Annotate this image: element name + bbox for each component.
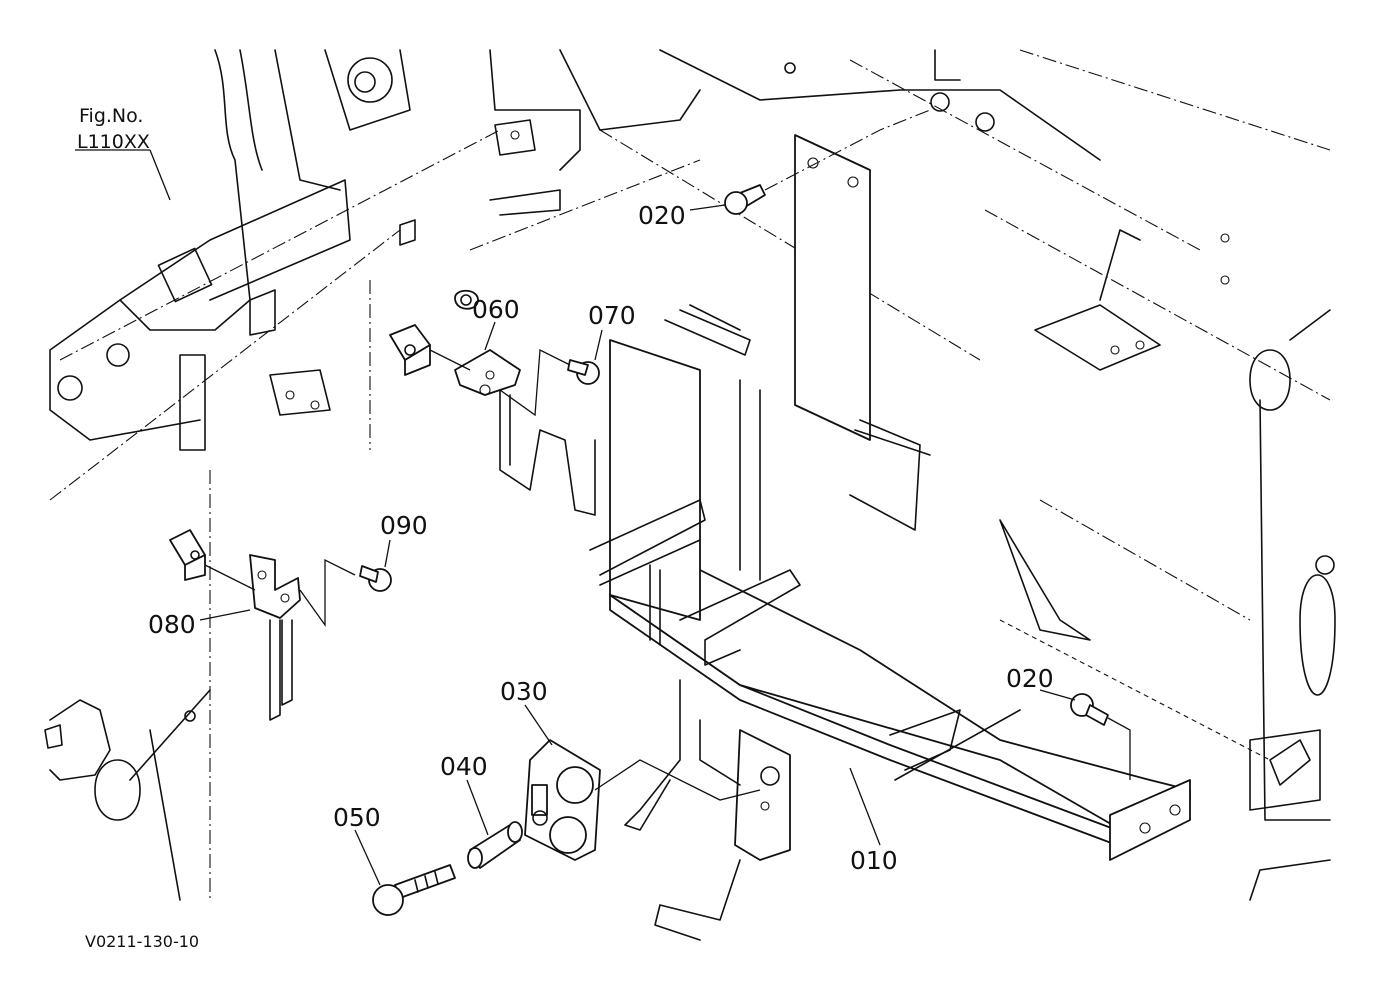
part-020-bolt-lower <box>1070 693 1131 780</box>
callout-040: 040 <box>440 752 488 781</box>
callout-020-lower: 020 <box>1006 664 1054 693</box>
callout-030: 030 <box>500 677 548 706</box>
callout-070: 070 <box>588 301 636 330</box>
part-010-bracket <box>589 134 1191 941</box>
callout-060: 060 <box>472 295 520 324</box>
callout-080: 080 <box>148 610 196 639</box>
leader-lines <box>75 149 1076 886</box>
part-080-clip <box>169 529 356 721</box>
part-030-clamp <box>524 739 761 861</box>
part-070-bolt <box>567 359 600 385</box>
background-frame <box>44 49 1336 901</box>
drawing-code: V0211-130-10 <box>85 932 199 951</box>
callout-050: 050 <box>333 803 381 832</box>
callout-090: 090 <box>380 511 428 540</box>
fig-ref-line1: Fig.No. <box>79 105 143 127</box>
part-020-bolt-upper <box>724 109 931 215</box>
callout-010: 010 <box>850 846 898 875</box>
fig-ref-line2: L110XX <box>77 131 150 153</box>
figure-reference: Fig.No. L110XX <box>77 105 150 153</box>
callout-020-upper: 020 <box>638 201 686 230</box>
part-040-collar <box>467 821 523 869</box>
part-090-bolt <box>359 565 392 592</box>
part-060-bracket <box>389 289 596 516</box>
part-050-bolt <box>372 864 456 916</box>
